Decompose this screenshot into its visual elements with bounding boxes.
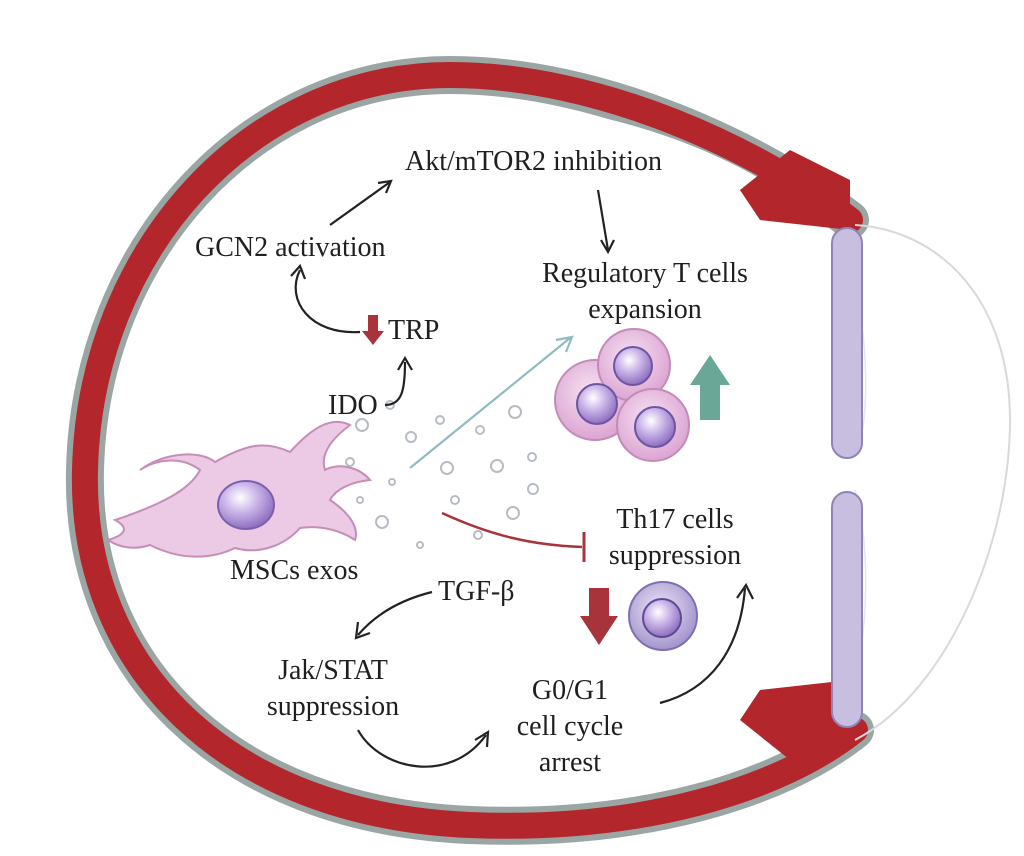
arrowhead-akt-to-treg [600,239,615,255]
arrow-ido-to-trp [384,361,407,407]
label-treg-line1: Regulatory T cells [542,258,748,289]
vessel-wall-bulge-bottom [740,680,850,760]
vessel-wall-bulge-top [740,150,850,230]
arrow-tgf-to-jak [357,590,433,636]
arrow-gcn2-to-akt [329,181,391,226]
arrow-exos-to-treg [409,337,571,469]
arrowhead-ido-to-trp [397,355,413,371]
arrowhead-exos-to-treg [555,335,574,353]
label-g0-line3: arrest [538,747,602,778]
arrowhead-gcn2-to-akt [377,179,393,194]
vessel-wall [71,61,868,839]
label-tgf-beta: TGF-β [438,576,515,607]
down-arrow-icon [362,315,384,345]
label-trp: TRP [388,315,440,346]
label-g0-line1: G0/G1 [531,675,609,706]
label-th17-line1: Th17 cells [616,504,734,535]
inhibit-line-th17 [441,511,583,549]
th17-cell [628,581,698,651]
vessel-lumen [107,100,800,805]
label-g0-line2: cell cycle [516,711,624,742]
arrowhead-g0-to-th17 [736,582,754,600]
label-treg-line2: expansion [588,294,702,325]
label-th17-line2: suppression [608,540,742,571]
label-mscs-exos: MSCs exos [230,555,359,586]
up-arrow-icon [690,355,730,420]
down-arrow-icon [580,588,618,645]
arrowhead-jak-to-g0 [474,729,490,748]
arrow-akt-to-treg [596,189,610,251]
treg-cell-cluster [554,328,690,462]
label-jak-line1: Jak/STAT [278,655,388,686]
arrowhead-trp-to-gcn2 [290,263,307,280]
arrow-g0-to-th17 [659,587,747,705]
label-jak-line2: suppression [266,691,400,722]
msc-nucleus [217,480,275,530]
arrow-trp-to-gcn2 [294,269,361,334]
label-ido: IDO [328,390,378,421]
arrow-jak-to-g0 [357,729,487,768]
label-gcn2: GCN2 activation [195,232,386,263]
junction-membrane-bottom [831,491,863,728]
junction-membrane-top [831,227,863,459]
adjacent-cell-outline [854,224,1012,741]
label-akt-mtor2: Akt/mTOR2 inhibition [405,146,662,177]
arrowhead-tgf-to-jak [354,621,371,640]
